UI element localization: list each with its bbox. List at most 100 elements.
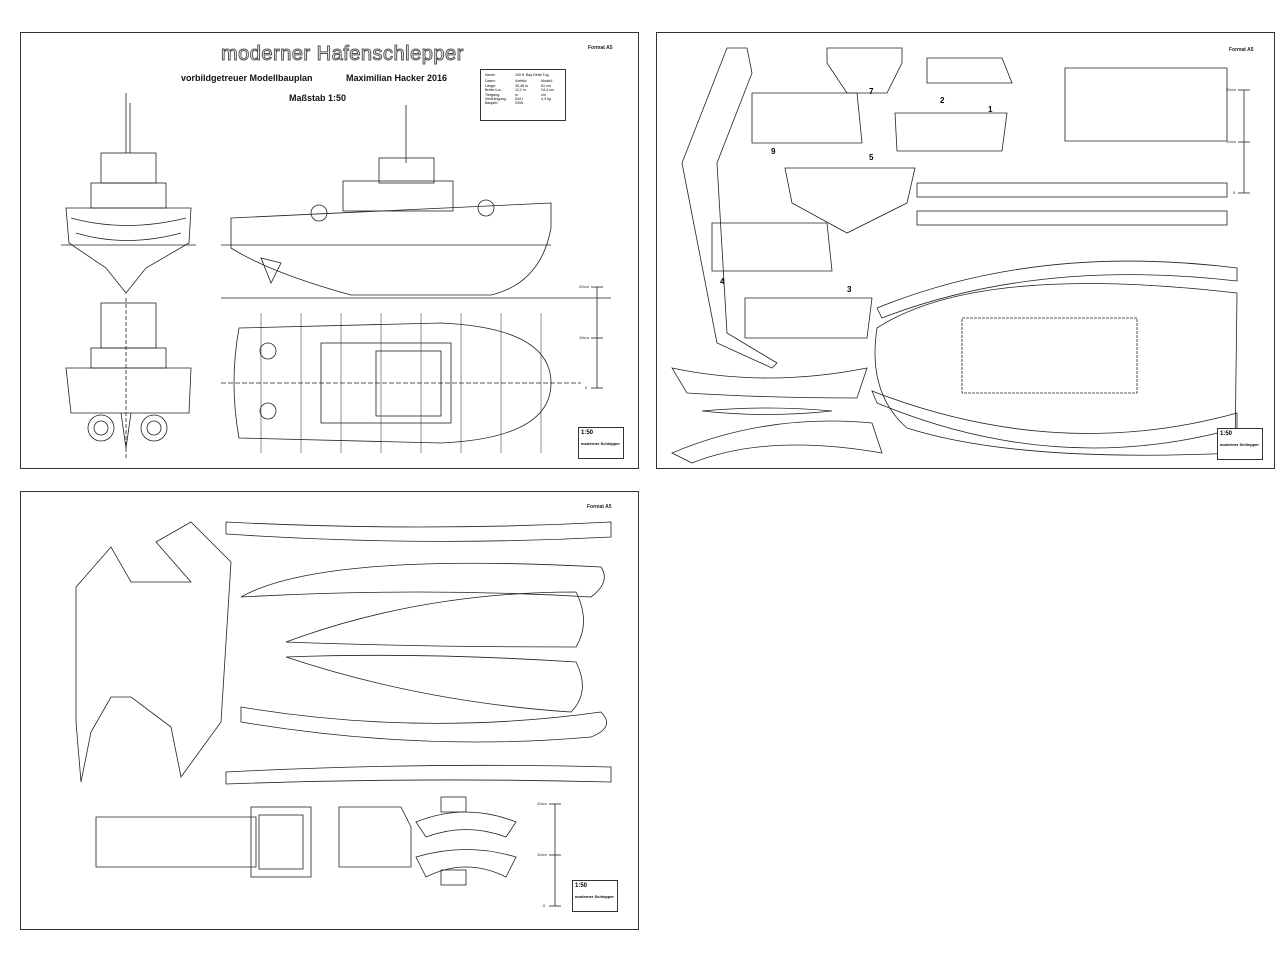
data-value: cm: [541, 92, 546, 97]
roof-part: [338, 806, 412, 868]
plan-sheet-parts-2: Format A5 20cm 10cm 0 1:50 moderner Schl…: [20, 491, 639, 930]
scale-label: 10cm: [537, 852, 547, 857]
scale-label: 0: [543, 903, 546, 908]
data-label: Name:: [485, 73, 496, 77]
small-part: [440, 796, 467, 813]
ship-drawings: [61, 93, 611, 458]
data-value: 30,48 m: [515, 83, 528, 88]
frame-part: [784, 167, 916, 234]
deck-outline-part: [874, 283, 1238, 456]
data-label: Breite ü.a.:: [485, 88, 503, 93]
data-value: 24,4 cm: [541, 88, 554, 93]
bulwark-part: [671, 420, 883, 464]
drawing-line: [146, 420, 162, 436]
scale-label: 0: [1233, 190, 1236, 195]
title-block-name: moderner Schlepper: [1220, 442, 1259, 447]
scale-label: 0: [585, 385, 588, 390]
scale-bar: [1238, 89, 1250, 194]
parts-drawings: [75, 521, 612, 907]
plan-sheet-overview: Format A5 moderner Hafenschlepper vorbil…: [20, 32, 639, 469]
data-label: Tiefgang:: [485, 92, 500, 97]
rail-part: [415, 811, 517, 838]
drawing-line: [259, 402, 277, 420]
plan-subtitle: vorbildgetreuer Modellbauplan: [181, 73, 313, 83]
deck-part: [1064, 67, 1228, 142]
drawing-line: [230, 202, 552, 296]
drawing-line: [233, 322, 552, 444]
scale-bar: [591, 286, 603, 389]
data-header: Modell:: [541, 79, 553, 84]
frame-part: [744, 297, 873, 339]
data-label: Baujahr:: [485, 101, 499, 106]
hull-plank-part: [240, 562, 605, 598]
drawing-line: [70, 217, 187, 241]
title-block-scale: 1:50: [575, 883, 588, 889]
scale-label: 10cm: [579, 335, 589, 340]
side-panel-part: [681, 47, 778, 369]
drawing-line: [477, 199, 495, 217]
part-number: 9: [771, 147, 776, 156]
rail-part: [415, 849, 517, 878]
format-label: Format A5: [588, 45, 613, 51]
part-number: 7: [869, 87, 874, 96]
hull-plank-part: [225, 764, 612, 785]
data-value: 2006: [515, 101, 523, 106]
frame-part: [894, 112, 1008, 152]
drawing-line: [90, 182, 167, 209]
data-value: 12,2 m: [515, 88, 526, 93]
bulwark-part: [876, 260, 1238, 319]
drawing-line: [320, 342, 452, 424]
parts-drawings: [671, 47, 1250, 464]
title-block: 1:50 moderner Schlepper: [1217, 428, 1263, 460]
hull-plank-part: [285, 591, 584, 648]
plan-title: moderner Hafenschlepper: [221, 43, 464, 66]
drawing-line: [310, 204, 328, 222]
drawing-line: [375, 350, 442, 417]
bulwark-part: [671, 367, 868, 399]
part-number: 1: [988, 105, 993, 114]
hull-plank-part: [285, 654, 583, 713]
scale-bar: [549, 803, 561, 907]
data-label: Verdrängung:: [485, 97, 507, 102]
scale-label: 20cm: [1226, 87, 1236, 92]
scale-label: 20cm: [579, 284, 589, 289]
hull-plank-part: [240, 706, 608, 743]
bulwark-part: [871, 390, 1238, 449]
data-value: 4,3 kg: [541, 97, 551, 102]
drawing-line: [260, 257, 282, 284]
strip-part: [916, 182, 1228, 198]
plan-sheet-parts-1: Format A5 7 2 1 9 5 4 3 20cm 10cm 0 1:50…: [656, 32, 1275, 469]
drawing-line: [259, 342, 277, 360]
drawing-line: [140, 414, 168, 442]
plan-author: Maximilian Hacker 2016: [346, 73, 448, 83]
data-value: 100 ft. Bay Delta Tug: [515, 73, 549, 77]
wheelhouse-part: [250, 806, 312, 878]
format-label: Format A5: [587, 504, 612, 510]
wheelhouse-part: [95, 816, 257, 868]
drawing-line: [100, 152, 157, 184]
side-view: [221, 105, 611, 299]
format-label: Format A5: [1229, 47, 1254, 53]
drawing-line: [87, 414, 115, 442]
ship-data-box: Name:100 ft. Bay Delta Tug Daten:Vorbild…: [480, 69, 566, 121]
title-block: 1:50 moderner Schlepper: [578, 427, 624, 459]
data-value: 61 cm: [541, 83, 551, 88]
part-number: 5: [869, 153, 874, 162]
front-view: [61, 93, 196, 294]
small-part: [440, 869, 467, 886]
part-number: 2: [940, 96, 945, 105]
title-block-name: moderner Schlepper: [581, 441, 620, 446]
bulwark-part: [701, 407, 833, 415]
data-label: Länge:: [485, 83, 496, 88]
strip-part: [916, 210, 1228, 226]
drawing-line: [378, 157, 435, 184]
hull-plank-part: [225, 521, 612, 542]
frame-part: [751, 92, 863, 144]
title-block-scale: 1:50: [581, 430, 594, 436]
frame-part: [711, 222, 833, 272]
data-value: m: [515, 92, 518, 97]
data-value: 544 t: [515, 97, 523, 102]
frame-part: [826, 47, 903, 94]
part-number: 4: [720, 277, 725, 286]
rear-view: [65, 298, 192, 458]
